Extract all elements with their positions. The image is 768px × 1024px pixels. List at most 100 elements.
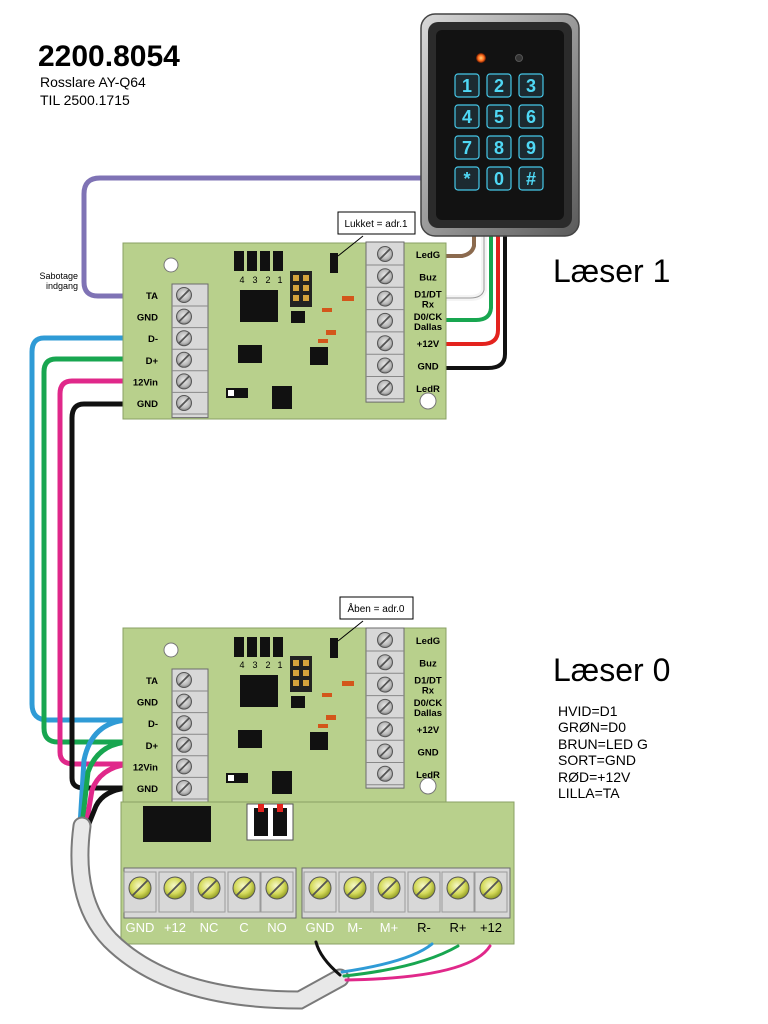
keypad-key: 3 [518,73,544,98]
controller-terminal-label: +12 [480,920,502,935]
document-title: 2200.8054 [38,40,180,73]
target-subtitle: TIL 2500.1715 [40,92,130,108]
keypad-key-label: 4 [462,107,472,127]
legend-line: GRØN=D0 [558,719,627,736]
terminal-label: GND [137,313,158,324]
controller-terminal-label: R- [417,920,431,935]
wire-white-d1 [437,229,487,301]
terminal-label: LedR [416,384,440,395]
wire-black-gnd-keypad [438,230,507,370]
keypad-key-label: 7 [462,138,472,158]
wire-brown-ledg [438,230,476,258]
legend-line: BRUN=LED G [558,735,648,752]
terminal-label: TA [146,291,158,302]
sensor-icon [515,54,523,62]
keypad-key-label: 2 [494,76,504,96]
cable-sheath [70,816,492,1010]
red-led-icon [476,53,486,63]
keypad-key: 9 [518,135,544,160]
reader0-title: Læser 0 [553,652,671,688]
jumper-number: 3 [252,660,257,670]
terminal-label: LedG [416,636,440,647]
keypad-key-label: * [463,169,470,189]
terminal-label: LedR [416,770,440,781]
keypad-keys: 1 2 3 4 5 6 7 8 9 * 0 # [454,73,544,191]
wire-green-dplus [41,356,131,745]
terminal-label: Dallas [414,322,442,333]
jumper-number: 4 [239,275,244,285]
terminal-label: D0/CK [414,698,443,709]
wire-magenta-12v [57,378,131,767]
jumper-number: 1 [277,275,282,285]
keypad-key-label: 0 [494,169,504,189]
jumper-number: 2 [265,660,270,670]
terminal-label: D0/CK [414,312,443,323]
wire-red-12v [438,230,500,346]
terminal-label: GND [137,399,158,410]
jumper-number: 2 [265,275,270,285]
terminal-label: D1/DT [414,290,442,301]
terminal-label: Rx [422,686,435,697]
jumper-number: 1 [277,660,282,670]
keypad-key: 7 [454,135,480,160]
terminal-label: D1/DT [414,676,442,687]
wire-color-legend: HVID=D1 GRØN=D0 BRUN=LED G SORT=GND RØD=… [558,703,648,801]
controller-terminal-label: NO [267,920,287,935]
terminal-label: +12V [417,339,440,350]
keypad-key: 1 [454,73,480,98]
keypad-key: 6 [518,104,544,129]
pin-header [290,271,312,307]
controller-terminal-label: NC [200,920,219,935]
keypad-key-label: 6 [526,107,536,127]
keypad-key: 2 [486,73,512,98]
legend-line: RØD=+12V [558,768,631,785]
wire-black-gnd [69,401,131,791]
jumper-number: 4 [239,660,244,670]
reader1-title: Læser 1 [553,253,671,289]
keypad-key: 8 [486,135,512,160]
controller-terminal-label: GND [306,920,335,935]
wire-green-d0 [438,230,493,322]
terminal-label: GND [137,784,158,795]
wire-bundle [29,175,507,829]
terminal-label: Dallas [414,708,442,719]
tamper-label-2: indgang [45,281,78,291]
terminal-label: Buz [419,272,437,283]
reader1-callout: Lukket = adr.1 [337,211,416,257]
svg-text:Lukket = adr.1: Lukket = adr.1 [344,219,408,230]
keypad-key-label: 1 [462,76,472,96]
terminal-label: LedG [416,250,440,261]
terminal-label: TA [146,676,158,687]
legend-line: LILLA=TA [558,785,620,802]
keypad-key-label: 3 [526,76,536,96]
legend-line: HVID=D1 [558,703,618,719]
keypad-key-label: 9 [526,138,536,158]
keypad-key-label: 8 [494,138,504,158]
controller-terminal-label: GND [126,920,155,935]
reader0-callout: Åben = adr.0 [337,596,414,642]
terminal-label: D- [148,719,158,730]
controller-terminal-label: C [239,920,248,935]
connector [246,803,294,841]
keypad-key: 5 [486,104,512,129]
terminal-label: GND [137,698,158,709]
terminal-label: 12Vin [133,762,158,773]
tamper-label-1: Sabotage [39,271,78,281]
terminal-label: +12V [417,725,440,736]
terminal-label: GND [417,362,438,373]
terminal-label: Rx [422,300,435,311]
product-subtitle: Rosslare AY-Q64 [40,74,146,90]
terminal-label: 12Vin [133,377,158,388]
terminal-label: Buz [419,658,437,669]
jumper-number: 3 [252,275,257,285]
terminal-label: GND [417,748,438,759]
jumper-header [234,251,283,271]
keypad-key: 0 [486,166,512,191]
keypad-key-label: 5 [494,107,504,127]
keypad-key: # [518,166,544,191]
